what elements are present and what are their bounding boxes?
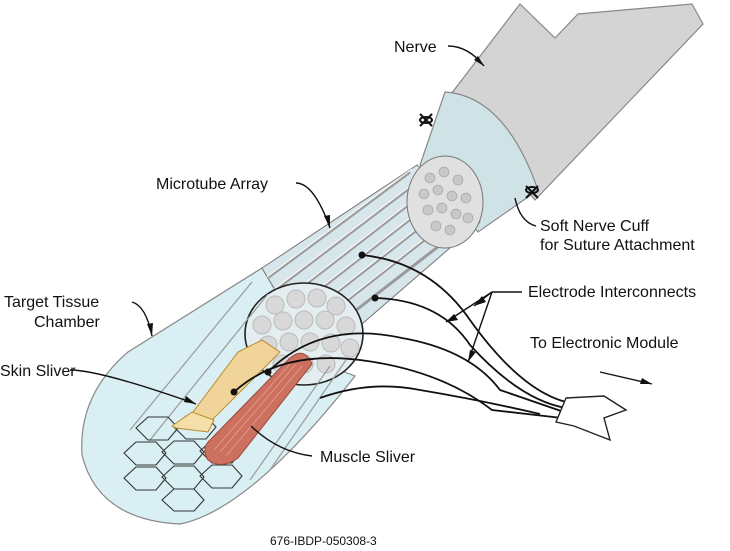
label-microtube-array: Microtube Array	[156, 176, 268, 193]
label-target-tissue: Target Tissue	[4, 294, 99, 311]
electronic-module-connector	[555, 395, 628, 442]
label-muscle-sliver: Muscle Sliver	[320, 449, 416, 466]
label-chamber: Chamber	[34, 314, 100, 331]
muscle-sliver	[204, 352, 313, 465]
chamber-guide-lines	[129, 281, 347, 481]
skin-sliver	[171, 339, 281, 433]
arrowheads	[147, 56, 652, 404]
label-soft-nerve-cuff: Soft Nerve Cuff	[540, 218, 650, 235]
microtube-array-far-end	[406, 155, 484, 249]
figure-id: 676-IBDP-050308-3	[270, 534, 377, 548]
label-electrode-interconnects: Electrode Interconnects	[528, 284, 696, 301]
suture-marks	[419, 113, 539, 199]
wire-origin-dots	[230, 251, 379, 396]
label-suture-attachment: for Suture Attachment	[540, 237, 695, 254]
label-nerve: Nerve	[394, 39, 437, 56]
label-skin-sliver: Skin Sliver	[0, 363, 76, 380]
label-to-electronic-module: To Electronic Module	[530, 335, 679, 352]
